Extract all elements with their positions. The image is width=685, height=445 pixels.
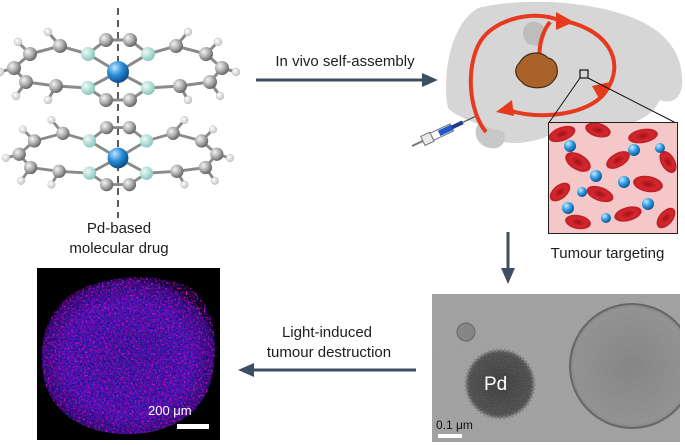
pd-particle-label: Pd [484,374,508,395]
micro-scale-label: 200 μm [148,403,192,418]
self-assembly-arrow [256,73,438,87]
down-arrow [501,232,515,284]
fluorescence-micrograph [37,268,220,440]
tumour-targeting-label: Tumour targeting [550,245,665,262]
step3-label-line1: Light-induced [281,324,373,341]
pd-dimer-structure [0,8,240,218]
drug-label-line1: Pd-based [86,220,152,237]
mouse-circulation-diagram [411,1,683,149]
tem-scale-label: 0.1 μm [436,418,473,432]
drug-label-line2: molecular drug [69,240,169,257]
destruction-arrow [238,363,416,377]
step3-label-line2: tumour destruction [266,344,392,361]
self-assembly-label: In vivo self-assembly [275,53,415,70]
tumour-targeting-inset [548,122,678,234]
tem-micrograph [432,294,680,442]
